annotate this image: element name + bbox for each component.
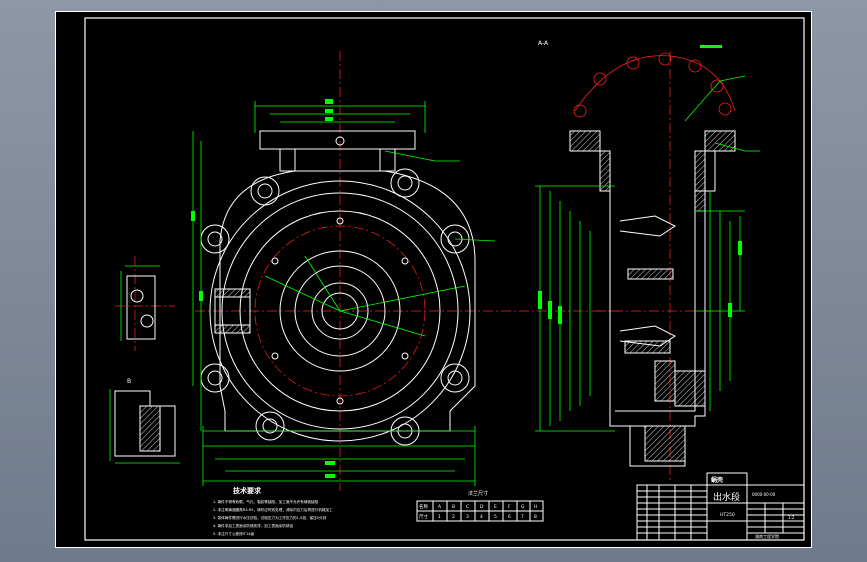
section-detail-b: B bbox=[109, 378, 180, 464]
front-dimensions bbox=[191, 99, 476, 486]
table-header-cell: E bbox=[494, 504, 497, 510]
material: HT250 bbox=[720, 512, 735, 518]
front-view bbox=[191, 51, 620, 491]
outlet-flange bbox=[259, 130, 416, 150]
table-cell: 1 bbox=[438, 514, 441, 520]
flange-detail bbox=[115, 256, 175, 351]
table-cell: 尺寸 bbox=[419, 513, 428, 520]
title-block: 蜗壳 出水段 0000-00-00 HT250 1:2 湖南工程学院 bbox=[636, 472, 805, 541]
view-label: B bbox=[127, 378, 131, 385]
title-heading: 蜗壳 bbox=[711, 476, 723, 484]
cad-viewport[interactable]: B A-A bbox=[55, 11, 812, 548]
table-cell: 5 bbox=[494, 514, 497, 520]
table-cell: 7 bbox=[521, 514, 524, 520]
scale: 1:2 bbox=[788, 515, 795, 520]
table-cell: 2 bbox=[452, 514, 455, 520]
table-cell: 8 bbox=[534, 514, 537, 520]
table-header-cell: 名称 bbox=[419, 503, 428, 510]
table-header-cell: D bbox=[480, 504, 484, 510]
table-cell: 3 bbox=[466, 514, 469, 520]
table-header-cell: B bbox=[452, 504, 455, 510]
dimension-table: 法兰尺寸 名称 A B C D E F G H 尺寸 1 2 3 4 5 6 7 bbox=[416, 490, 544, 522]
outer-frame bbox=[55, 11, 812, 548]
notes-title: 技术要求 bbox=[233, 486, 262, 495]
drawing-number: 0000-00-00 bbox=[752, 492, 776, 497]
table-title: 法兰尺寸 bbox=[468, 490, 488, 497]
drawing-sheet: B A-A bbox=[55, 11, 812, 548]
section-dimensions bbox=[535, 185, 745, 432]
note-line: 2. 未注明铸造圆角R3-R5，铸件应时效处理，消除内应力后再进行机械加工 bbox=[213, 507, 333, 512]
front-bolt-holes bbox=[200, 136, 470, 446]
note-line: 5. 未注尺寸公差按IT14级 bbox=[213, 531, 255, 536]
table-header-cell: A bbox=[438, 504, 442, 510]
note-line: 4. 铸件非加工表面涂防锈底漆，加工表面涂防锈油 bbox=[213, 523, 293, 528]
school-name: 湖南工程学院 bbox=[755, 533, 779, 539]
note-line: 3. 泵体铸件需进行水压试验，试验压力为工作压力的1.5倍，保压5分钟 bbox=[213, 515, 327, 520]
table-header-cell: F bbox=[508, 504, 511, 510]
table-header-cell: C bbox=[466, 504, 469, 510]
table-cell: 6 bbox=[508, 514, 511, 520]
table-header-cell: H bbox=[534, 504, 537, 510]
table-cell: 4 bbox=[480, 514, 483, 520]
technical-notes: 技术要求 1. 铸件不得有砂眼、气孔、裂纹等缺陷，加工面不允许有铸造缺陷 2. … bbox=[213, 486, 333, 536]
section-label: A-A bbox=[538, 40, 549, 47]
note-line: 1. 铸件不得有砂眼、气孔、裂纹等缺陷，加工面不允许有铸造缺陷 bbox=[213, 499, 319, 504]
section-view: A-A bbox=[535, 40, 760, 481]
part-name: 出水段 bbox=[713, 491, 740, 503]
inner-frame bbox=[84, 17, 805, 541]
table-header-cell: G bbox=[521, 504, 525, 510]
